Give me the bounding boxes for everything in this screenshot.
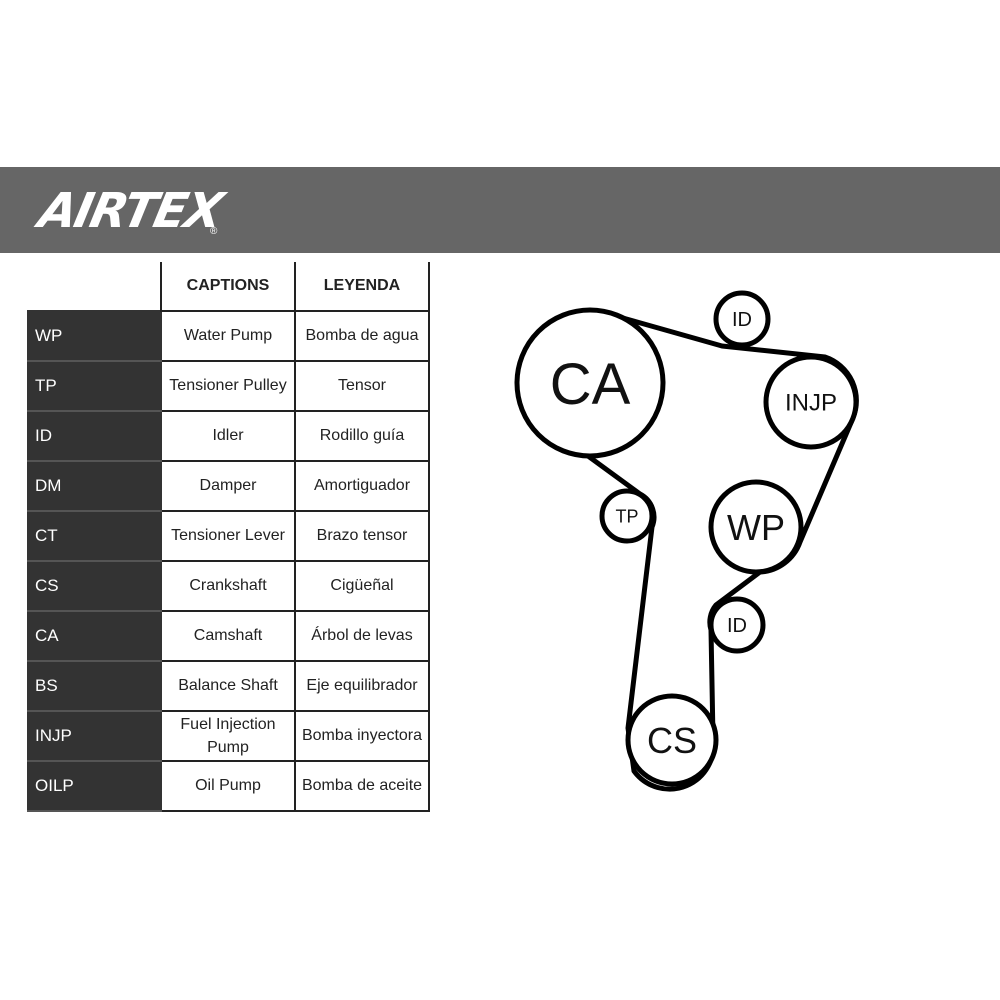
leyenda-cell: Rodillo guía xyxy=(294,410,430,462)
leyenda-cell: Brazo tensor xyxy=(294,510,430,562)
pulley-ca xyxy=(514,307,666,459)
pulley-wp xyxy=(708,479,804,575)
header-banner xyxy=(0,167,1000,253)
leyenda-cell: Eje equilibrador xyxy=(294,660,430,712)
blank-header-cell xyxy=(28,262,161,311)
leyenda-cell: Bomba inyectora xyxy=(294,710,430,762)
caption-cell: Camshaft xyxy=(160,610,296,662)
caption-cell: Tensioner Lever xyxy=(160,510,296,562)
caption-cell: Balance Shaft xyxy=(160,660,296,712)
caption-cell: Damper xyxy=(160,460,296,512)
code-cell: INJP xyxy=(27,710,162,762)
caption-cell: Tensioner Pulley xyxy=(160,360,296,412)
pulley-id-top xyxy=(713,290,771,348)
pulley-label-injp: INJP xyxy=(785,390,837,417)
code-cell: DM xyxy=(27,460,162,512)
pulley-label-id-bottom: ID xyxy=(727,615,747,637)
code-cell: BS xyxy=(27,660,162,712)
caption-cell: Crankshaft xyxy=(160,560,296,612)
leyenda-cell: Amortiguador xyxy=(294,460,430,512)
code-cell: CT xyxy=(27,510,162,562)
caption-cell: Water Pump xyxy=(160,310,296,362)
pulley-label-cs: CS xyxy=(647,720,697,761)
code-cell: ID xyxy=(27,410,162,462)
pulley-label-tp: TP xyxy=(615,506,638,526)
captions-header: CAPTIONS xyxy=(160,262,296,312)
code-cell: WP xyxy=(27,310,162,362)
caption-cell: Oil Pump xyxy=(160,760,296,812)
code-cell: CA xyxy=(27,610,162,662)
leyenda-header: LEYENDA xyxy=(294,262,430,312)
pulley-cs xyxy=(625,693,719,787)
pulley-label-id-top: ID xyxy=(732,309,752,331)
code-cell: TP xyxy=(27,360,162,412)
pulley-id-bottom xyxy=(708,596,766,654)
pulley-label-wp: WP xyxy=(727,507,785,548)
pulley-label-ca: CA xyxy=(550,352,631,417)
leyenda-cell: Cigüeñal xyxy=(294,560,430,612)
leyenda-cell: Bomba de agua xyxy=(294,310,430,362)
caption-cell: Fuel Injection Pump xyxy=(160,710,296,762)
leyenda-cell: Bomba de aceite xyxy=(294,760,430,812)
caption-cell: Idler xyxy=(160,410,296,462)
code-cell: OILP xyxy=(27,760,162,812)
pulley-tp xyxy=(599,488,655,544)
leyenda-cell: Tensor xyxy=(294,360,430,412)
leyenda-cell: Árbol de levas xyxy=(294,610,430,662)
code-cell: CS xyxy=(27,560,162,612)
pulley-injp xyxy=(763,354,859,450)
registered-mark: ® xyxy=(210,226,218,237)
